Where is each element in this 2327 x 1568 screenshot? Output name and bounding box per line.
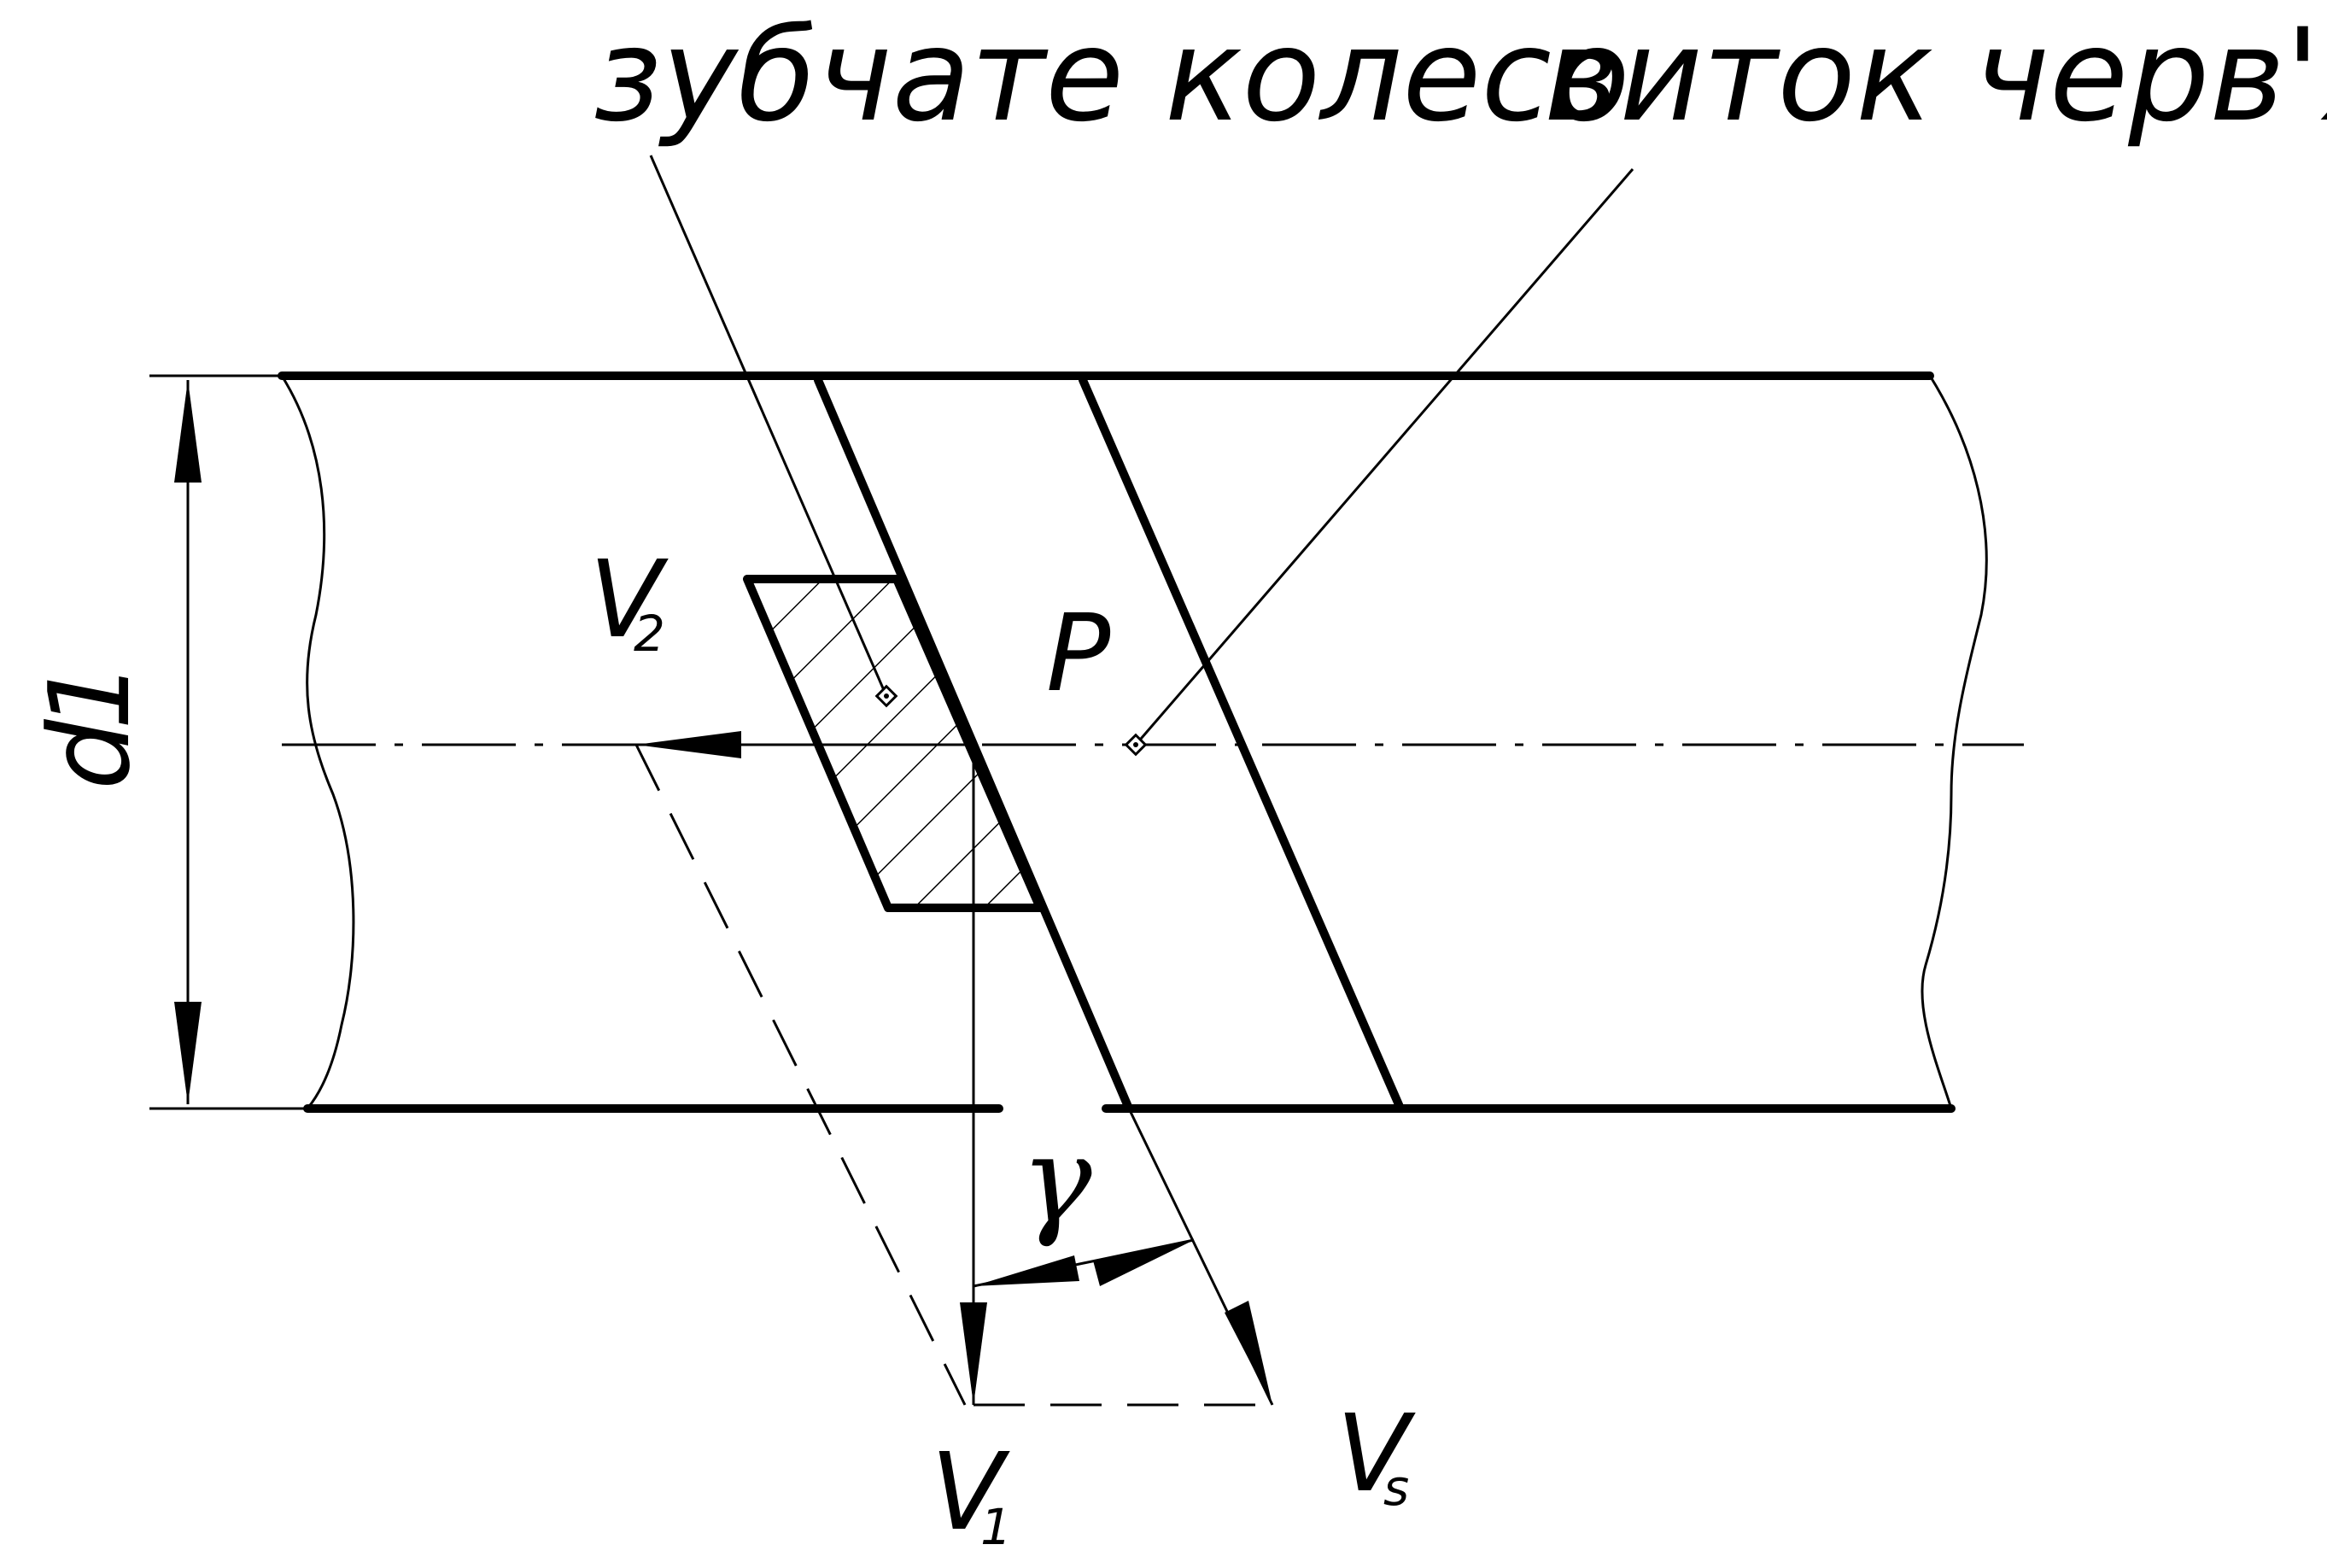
leader-line-gear bbox=[649, 155, 888, 697]
d1-arrow-top bbox=[174, 380, 202, 483]
label-d1-main: d bbox=[25, 718, 155, 790]
right-break-line bbox=[1921, 375, 1988, 1109]
label-v2-main: V bbox=[589, 538, 669, 662]
gamma-arrow-left bbox=[973, 1255, 1079, 1286]
label-worm-thread: виток черв'яка bbox=[1544, 2, 2327, 150]
label-gamma: γ bbox=[1020, 1111, 1092, 1250]
label-d1: d 1 bbox=[25, 659, 155, 790]
label-vs-sub: s bbox=[1383, 1459, 1409, 1517]
leader-dot-gear bbox=[874, 684, 898, 708]
vs-arrowhead bbox=[1225, 1301, 1272, 1405]
leader-dot-thread bbox=[1124, 733, 1148, 757]
label-gear-wheel: зубчате колесо bbox=[593, 2, 1630, 150]
label-v1-main: V bbox=[931, 1431, 1010, 1554]
label-d1-sub: 1 bbox=[25, 659, 155, 730]
label-pitch-point: P bbox=[1046, 592, 1111, 716]
thread-flank-right bbox=[1079, 376, 1405, 1113]
construction-dashed-diagonal bbox=[634, 744, 967, 1406]
label-v2-sub: 2 bbox=[634, 605, 665, 663]
label-vs: V s bbox=[1336, 1392, 1416, 1517]
label-v1: V 1 bbox=[931, 1431, 1012, 1556]
gamma-arrow-right bbox=[1093, 1240, 1194, 1286]
label-v1-sub: 1 bbox=[980, 1498, 1012, 1556]
leader-line-thread bbox=[1134, 168, 1634, 746]
v1-arrowhead bbox=[960, 1302, 987, 1405]
label-v2: V 2 bbox=[589, 538, 669, 663]
v2-arrowhead bbox=[636, 731, 741, 758]
label-vs-main: V bbox=[1336, 1392, 1416, 1516]
left-break-line bbox=[280, 375, 355, 1109]
d1-arrow-bottom bbox=[174, 1002, 202, 1104]
